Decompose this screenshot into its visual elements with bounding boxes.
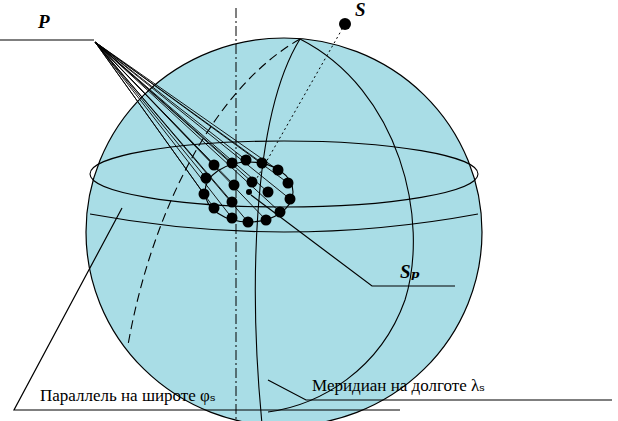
point <box>263 187 274 198</box>
point <box>285 194 296 205</box>
meridian <box>268 39 413 412</box>
parallel <box>90 214 478 232</box>
point <box>209 160 220 171</box>
ray <box>95 42 268 192</box>
point <box>283 178 294 189</box>
point <box>199 189 210 200</box>
direction-line <box>249 24 345 192</box>
ray <box>95 42 232 202</box>
parallel-label: Параллель на широте φₛ <box>40 387 216 406</box>
point <box>273 165 284 176</box>
point <box>275 207 286 218</box>
rays <box>95 42 290 222</box>
ray <box>95 42 280 212</box>
point <box>227 213 238 224</box>
region-ellipse <box>205 162 293 222</box>
leader-line <box>251 195 455 286</box>
point <box>201 173 212 184</box>
point <box>227 158 238 169</box>
ray <box>95 42 266 220</box>
source-point <box>339 18 351 30</box>
meridian-label: Меридиан на долготе λₛ <box>312 377 485 396</box>
ray <box>95 42 234 185</box>
point-label: P <box>38 12 50 33</box>
point-label: S <box>355 0 366 21</box>
subpoint <box>246 189 252 195</box>
point-label: Sₚ <box>400 262 420 283</box>
ray <box>95 42 248 222</box>
ray <box>95 42 288 183</box>
ray <box>95 42 278 170</box>
ray <box>95 42 232 218</box>
point <box>243 217 254 228</box>
point <box>209 203 220 214</box>
point <box>227 197 238 208</box>
point <box>241 155 252 166</box>
point <box>261 215 272 226</box>
ray <box>95 42 214 208</box>
leader-line <box>0 39 94 40</box>
point <box>257 158 268 169</box>
observation-points <box>199 155 296 228</box>
meridian <box>255 39 300 421</box>
point <box>229 180 240 191</box>
ray <box>95 42 290 199</box>
sphere <box>86 38 482 421</box>
ray <box>95 42 204 194</box>
